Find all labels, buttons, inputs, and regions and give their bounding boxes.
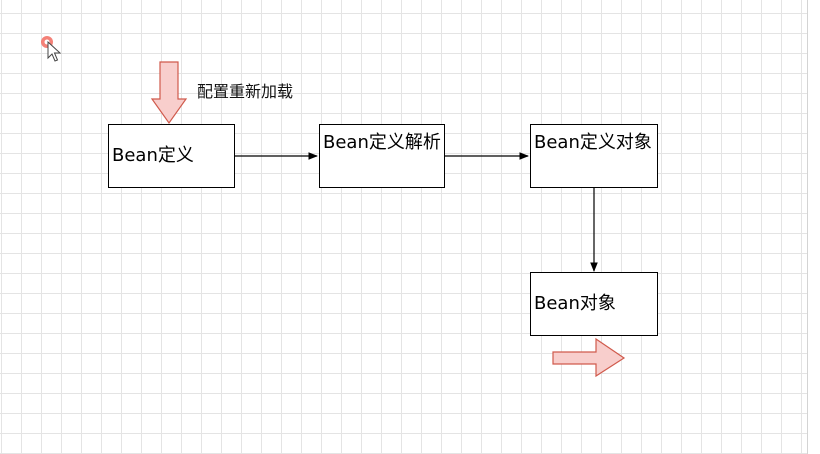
bean-object-node-label: Bean对象 xyxy=(534,293,616,314)
reload-config-label: 配置重新加载 xyxy=(197,82,294,101)
down-block-arrow[interactable] xyxy=(150,61,188,125)
bean-object-node[interactable]: Bean对象 xyxy=(530,272,658,336)
bean-definition-object-node[interactable]: Bean定义对象 xyxy=(530,124,658,188)
bean-definition-parse-node[interactable]: Bean定义解析 xyxy=(319,124,445,188)
bean-definition-node[interactable]: Bean定义 xyxy=(108,124,235,188)
bean-definition-object-node-label: Bean定义对象 xyxy=(534,132,652,153)
cursor-with-click-marker-icon xyxy=(41,36,62,62)
right-block-arrow[interactable] xyxy=(552,337,626,378)
bean-definition-parse-node-label: Bean定义解析 xyxy=(323,132,441,153)
canvas-right-scroll-edge[interactable] xyxy=(807,0,820,454)
bean-definition-node-label: Bean定义 xyxy=(112,145,194,166)
